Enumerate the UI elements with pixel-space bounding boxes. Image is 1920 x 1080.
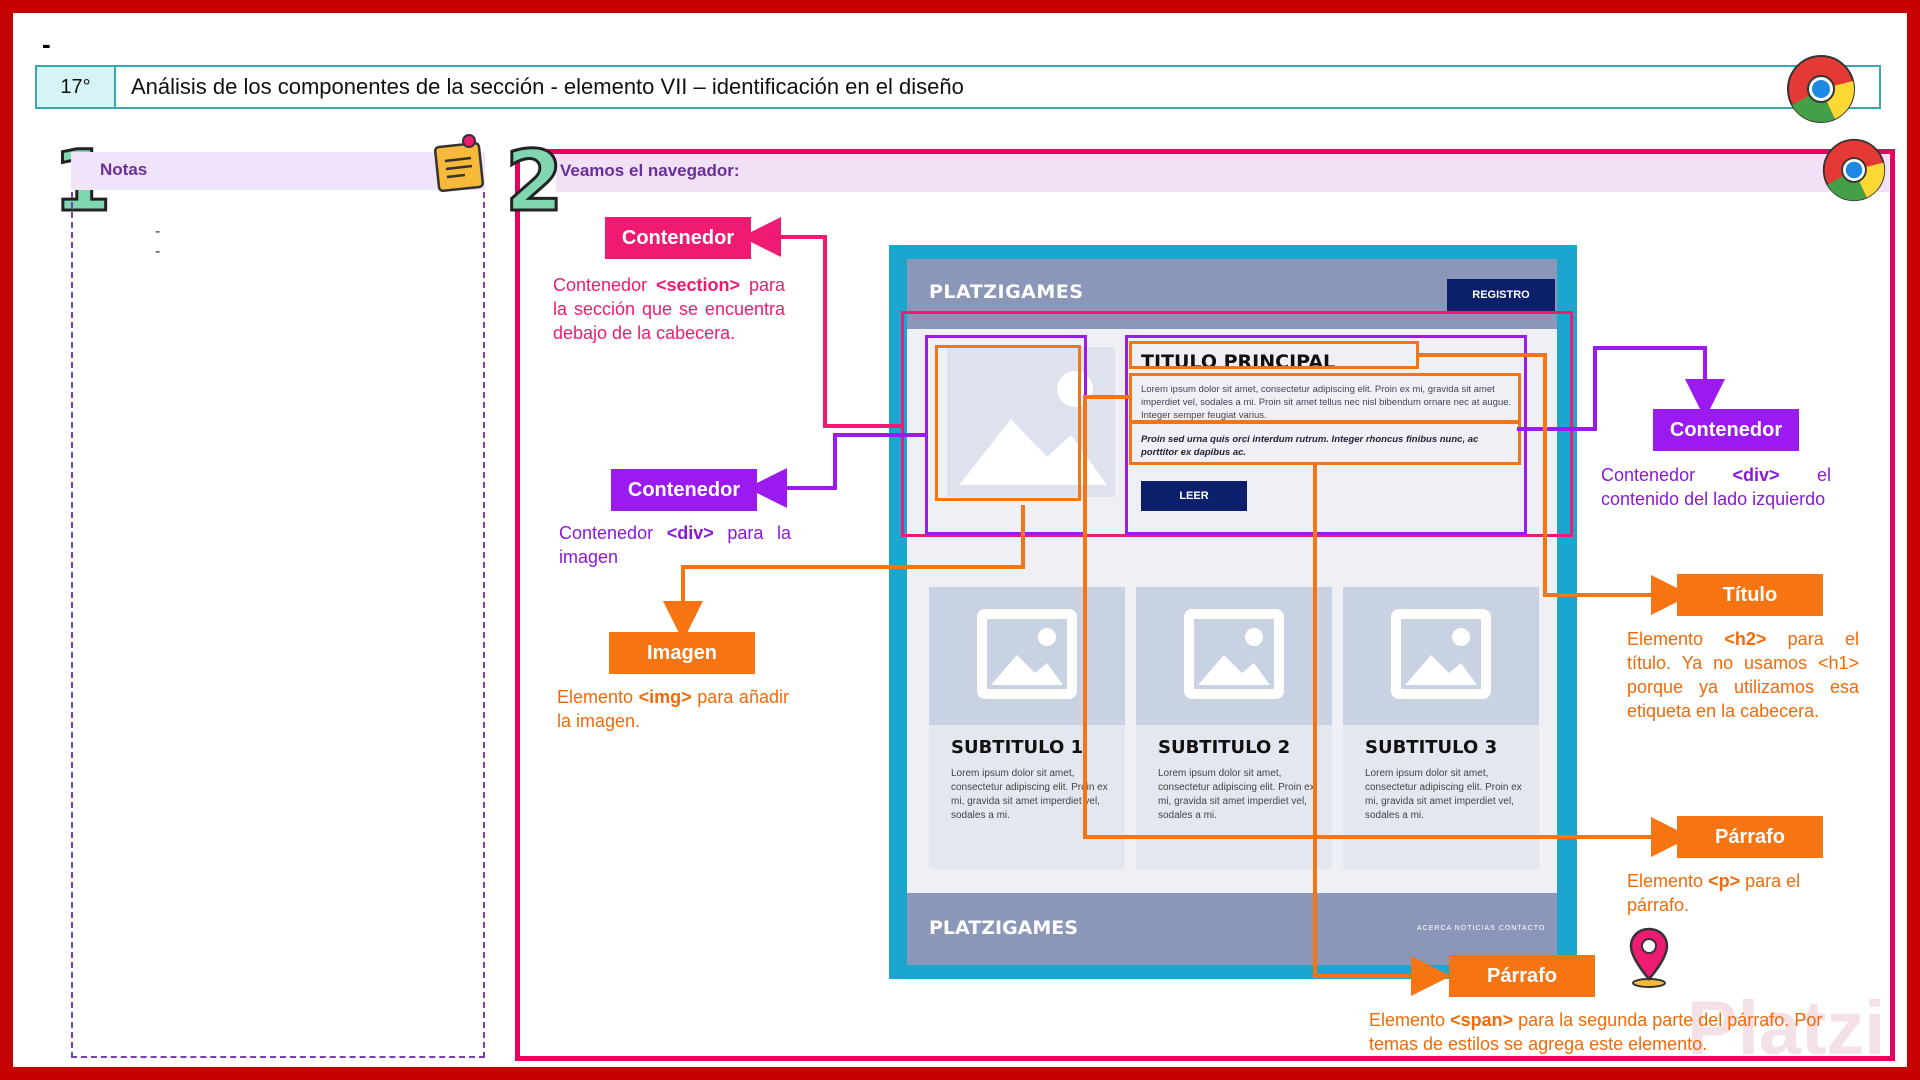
img-desc-rest: para añadir la imagen. [557,687,789,731]
mockup-card-title: SUBTITULO 2 [1158,737,1291,758]
section-desc-text: Contenedor [553,275,648,295]
div-content-outline [1125,335,1527,535]
notes-item: - [155,243,161,260]
title-desc-text: Elemento [1627,629,1704,649]
section-desc-code: <section> [656,275,741,295]
mockup-card-image [1136,587,1332,725]
div-content-desc-rest: el contenido del lado izquierdo [1601,465,1831,509]
mockup-card-title: SUBTITULO 1 [951,737,1084,758]
webpage-mockup: PLATZIGAMES REGISTRO TITULO PRINCIPAL Lo… [889,245,1577,979]
span-desc-text: Elemento [1369,1010,1446,1030]
span-outline [1129,421,1521,465]
span-tag: Párrafo [1449,955,1595,997]
mockup-card-text: Lorem ipsum dolor sit amet, consectetur … [951,768,1108,821]
image-placeholder-icon [1184,609,1284,699]
mockup-card-text: Lorem ipsum dolor sit amet, consectetur … [1158,768,1315,821]
sticky-note-icon [433,134,485,193]
mockup-card-text: Lorem ipsum dolor sit amet, consectetur … [1365,768,1522,821]
notes-label: Notas [100,160,148,179]
mockup-card: SUBTITULO 2 Lorem ipsum dolor sit amet, … [1136,587,1332,869]
span-desc-rest: para la segunda parte del párrafo. Por t… [1369,1010,1823,1054]
image-placeholder-icon [977,609,1077,699]
notes-item: - [155,223,161,240]
img-outline [935,345,1081,501]
div-content-desc-code: <div> [1732,465,1780,485]
mockup-hero-paragraph: Lorem ipsum dolor sit amet, consectetur … [1141,384,1512,421]
mockup-card: SUBTITULO 3 Lorem ipsum dolor sit amet, … [1343,587,1539,869]
section-description: Contenedor <section> para la sección que… [553,273,785,345]
paragraph-tag: Párrafo [1677,816,1823,858]
paragraph-desc-text: Elemento [1627,871,1704,891]
span-description: Elemento <span> para la segunda parte de… [1369,1008,1863,1056]
slide-title: Análisis de los componentes de la secció… [131,74,964,99]
div-image-desc-code: <div> [666,523,714,543]
mockup-card: SUBTITULO 1 Lorem ipsum dolor sit amet, … [929,587,1125,869]
chrome-icon [1822,138,1886,202]
browser-panel-label: Veamos el navegador: [560,161,740,180]
mockup-card-image [929,587,1125,725]
mockup-header: PLATZIGAMES REGISTRO [907,259,1557,329]
notes-header-bar [71,152,485,190]
div-image-desc-rest: para la imagen [559,523,791,567]
title-description: Elemento <h2> para el título. Ya no usam… [1627,627,1859,723]
paragraph-description: Elemento <p> para el párrafo. [1627,869,1859,917]
mockup-footer: PLATZIGAMES ACERCA NOTICIAS CONTACTO [907,893,1557,965]
mockup-card-image [1343,587,1539,725]
map-pin-icon [1629,927,1669,988]
title-desc-rest: para el título. Ya no usamos <h1> porque… [1627,629,1859,721]
paragraph-desc-rest: para el párrafo. [1627,871,1801,915]
image-placeholder-icon [1391,609,1491,699]
slide-header: 17° Análisis de los componentes de la se… [35,65,1881,109]
div-content-tag: Contenedor [1653,409,1799,451]
div-image-desc-text: Contenedor [559,523,654,543]
span-desc-code: <span> [1450,1010,1514,1030]
paragraph-desc-code: <p> [1708,871,1741,891]
title-desc-code: <h2> [1724,629,1767,649]
section-tag: Contenedor [605,217,751,259]
top-dash: - [42,29,51,59]
section-desc-rest: para la sección que se encuentra debajo … [553,275,785,343]
mockup-card-title: SUBTITULO 3 [1365,737,1498,758]
chrome-icon [1787,55,1855,123]
div-content-description: Contenedor <div> el contenido del lado i… [1601,463,1831,511]
slide: - 17° Análisis de los componentes de la … [13,13,1907,1067]
mockup-footer-links: ACERCA NOTICIAS CONTACTO [1417,925,1546,932]
div-image-tag: Contenedor [611,469,757,511]
connector-arrows [663,217,1725,996]
browser-panel [515,149,1895,1061]
slide-number: 17° [37,67,116,107]
mockup-logo: PLATZIGAMES [929,281,1084,303]
mockup-hero-span: Proin sed urna quis orci interdum rutrum… [1141,434,1479,458]
title-tag: Título [1677,574,1823,616]
div-image-description: Contenedor <div> para la imagen [559,521,791,569]
mockup-footer-logo: PLATZIGAMES [929,917,1078,939]
mockup-page: PLATZIGAMES REGISTRO TITULO PRINCIPAL Lo… [907,259,1557,965]
platzi-watermark: Platzi [1687,986,1886,1067]
div-content-desc-text: Contenedor [1601,465,1696,485]
mockup-register-button[interactable]: REGISTRO [1447,279,1555,311]
img-desc-code: <img> [638,687,692,707]
img-desc-text: Elemento [557,687,634,707]
mockup-read-button[interactable]: LEER [1141,481,1247,511]
img-description: Elemento <img> para añadir la imagen. [557,685,789,733]
browser-header-bar [556,154,1889,192]
step-two-number: 2 [503,132,564,230]
img-tag: Imagen [609,632,755,674]
